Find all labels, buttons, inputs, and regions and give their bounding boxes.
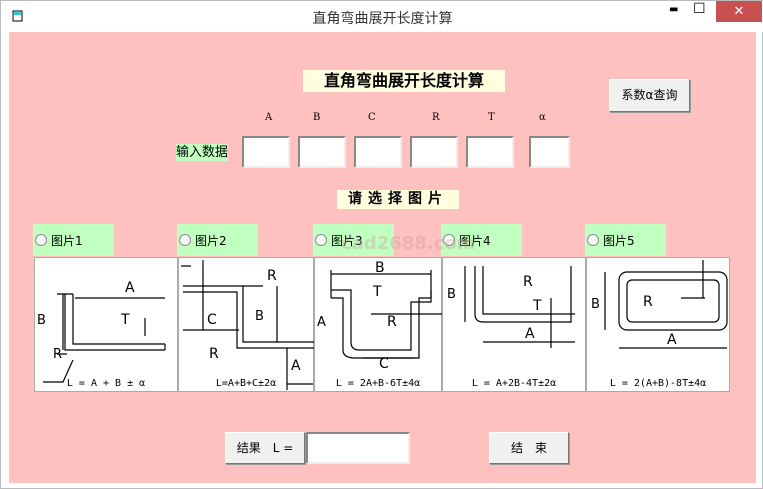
app-icon <box>12 10 23 22</box>
radio-icon[interactable] <box>443 234 455 246</box>
radio-icon[interactable] <box>587 234 599 246</box>
svg-text:R: R <box>209 346 219 362</box>
svg-text:A: A <box>317 315 326 330</box>
svg-text:T: T <box>120 312 130 328</box>
title-bar: 直角弯曲展开长度计算 ▬ ☐ ✕ <box>1 1 763 32</box>
svg-text:R: R <box>267 268 277 284</box>
radio-picture-5[interactable]: 图片5 <box>585 224 666 256</box>
result-output[interactable] <box>306 432 410 464</box>
input-alpha[interactable] <box>529 136 570 168</box>
window-title: 直角弯曲展开长度计算 <box>312 11 453 27</box>
column-label-t: T <box>488 112 495 123</box>
column-label-alpha: α <box>539 112 546 123</box>
formula-5: L = 2(A+B)-8T±4α <box>609 378 707 389</box>
radio-label: 图片2 <box>195 233 227 248</box>
page-title: 直角弯曲展开长度计算 <box>303 70 505 92</box>
svg-text:T: T <box>532 298 542 314</box>
svg-text:R: R <box>523 274 533 290</box>
svg-text:R: R <box>387 314 397 330</box>
input-t[interactable] <box>466 136 514 168</box>
input-c[interactable] <box>354 136 402 168</box>
radio-picture-1[interactable]: 图片1 <box>33 224 114 256</box>
column-label-c: C <box>368 112 376 123</box>
svg-text:R: R <box>53 347 62 362</box>
result-button[interactable]: 结果 L = <box>225 432 305 464</box>
maximize-button[interactable]: ☐ <box>693 1 706 17</box>
radio-picture-2[interactable]: 图片2 <box>177 224 258 256</box>
svg-text:B: B <box>375 260 385 276</box>
svg-text:T: T <box>372 284 382 300</box>
column-label-r: R <box>432 112 440 123</box>
svg-text:A: A <box>667 332 677 348</box>
bend-diagram-3: BTR C A <box>317 260 443 372</box>
input-data-label: 输入数据 <box>176 144 229 161</box>
radio-picture-3[interactable]: 图片3 <box>313 224 394 256</box>
picture-5: R B A L = 2(A+B)-8T±4α <box>586 257 730 392</box>
svg-text:R: R <box>643 294 653 310</box>
close-button[interactable]: ✕ <box>716 1 762 22</box>
picture-2: C R R A B L=A+B+C±2α <box>178 257 315 392</box>
radio-label: 图片5 <box>603 233 635 248</box>
radio-picture-4[interactable]: 图片4 <box>441 224 522 256</box>
formula-4: L = A+2B-4T±2α <box>471 378 557 389</box>
picture-1: A B R T L = A + B ± α <box>34 257 178 392</box>
watermark: cad2688.com <box>341 233 476 254</box>
svg-text:A: A <box>291 358 301 374</box>
svg-text:C: C <box>207 312 217 328</box>
radio-icon[interactable] <box>315 234 327 246</box>
svg-text:A: A <box>525 326 535 342</box>
coefficient-lookup-button[interactable]: 系数α查询 <box>609 79 690 112</box>
radio-icon[interactable] <box>35 234 47 246</box>
end-button[interactable]: 结 束 <box>489 432 569 464</box>
svg-text:A: A <box>125 280 135 296</box>
column-label-b: B <box>313 112 321 123</box>
radio-label: 图片3 <box>331 233 363 248</box>
radio-label: 图片4 <box>459 233 491 248</box>
radio-icon[interactable] <box>179 234 191 246</box>
bend-diagram-1: A B R T <box>37 280 166 383</box>
input-a[interactable] <box>242 136 290 168</box>
svg-text:B: B <box>255 309 264 324</box>
input-r[interactable] <box>410 136 458 168</box>
bend-diagram-2: C R R A B <box>181 260 315 390</box>
svg-text:B: B <box>447 287 456 302</box>
svg-text:B: B <box>591 297 600 312</box>
formula-1: L = A + B ± α <box>66 378 146 389</box>
choose-picture-label: 请选择图片 <box>337 190 459 209</box>
input-b[interactable] <box>298 136 346 168</box>
column-label-a: A <box>265 112 273 123</box>
svg-text:C: C <box>379 356 389 372</box>
bend-diagram-5: R B A <box>591 260 728 349</box>
bend-diagram-4: R B TA <box>447 266 575 348</box>
radio-label: 图片1 <box>51 233 83 248</box>
formula-3: L = 2A+B-6T±4α <box>335 378 421 389</box>
svg-text:B: B <box>37 313 46 328</box>
formula-2: L=A+B+C±2α <box>215 378 277 389</box>
minimize-button[interactable]: ▬ <box>669 4 679 15</box>
